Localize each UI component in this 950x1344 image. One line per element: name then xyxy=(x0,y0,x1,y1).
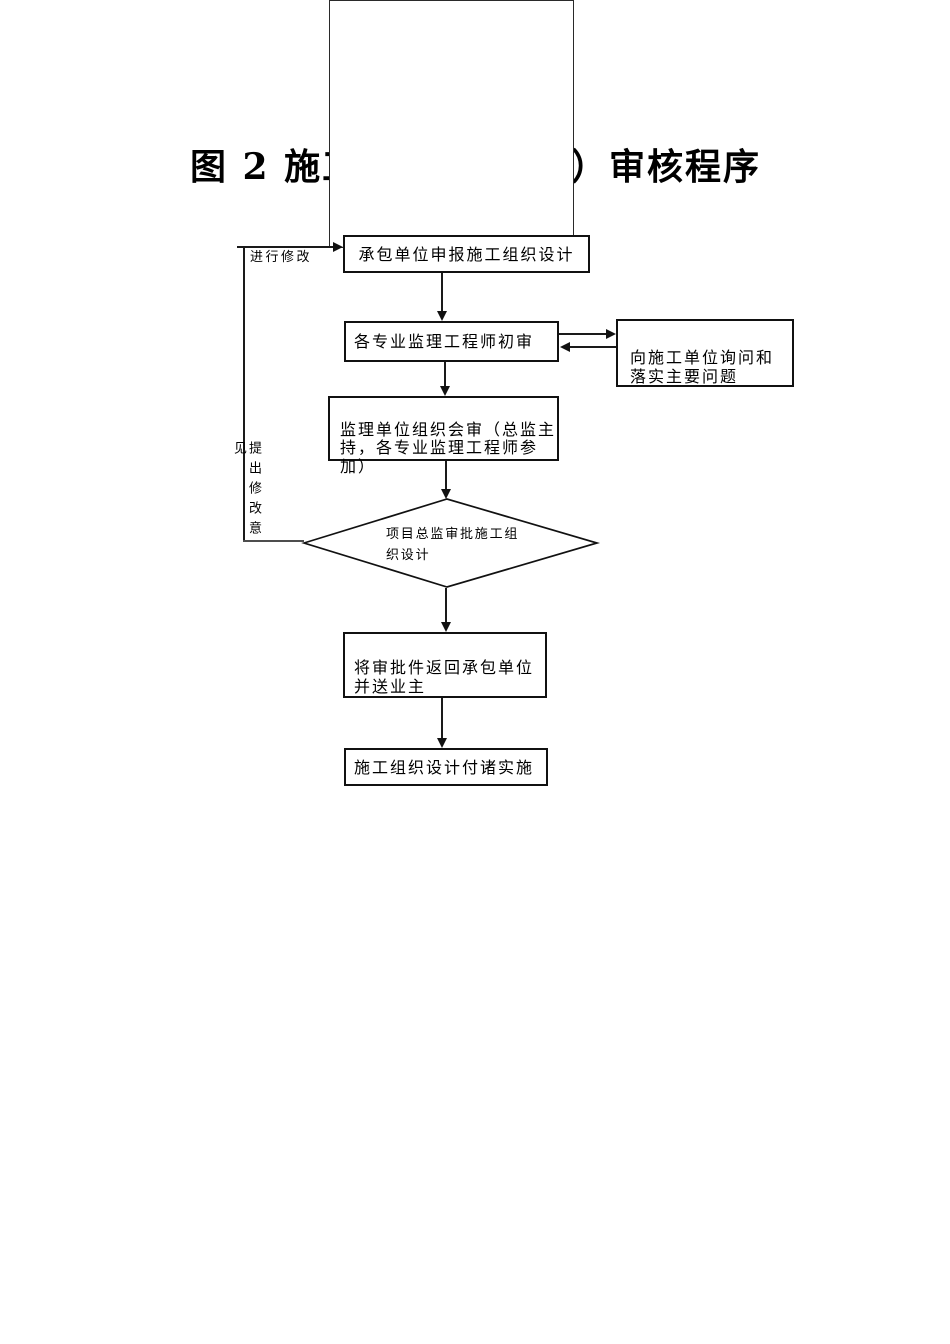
arrow-line-4 xyxy=(445,588,447,623)
arrow-line-2 xyxy=(444,362,446,387)
flow-box-inquire-contractor: 向施工单位询问和 落实主要问题 xyxy=(616,319,794,387)
feedback-line-bottom xyxy=(243,540,304,542)
arrowhead-1 xyxy=(437,311,447,321)
arrow-line-3 xyxy=(445,461,447,490)
arrow-line-1 xyxy=(441,273,443,312)
double-arrowhead-left xyxy=(560,342,570,352)
empty-overlay-box xyxy=(329,0,574,248)
flow-box-return-approval-label: 将审批件返回承包单位 并送业主 xyxy=(354,657,535,697)
decision-diamond-shape xyxy=(301,498,601,588)
flow-box-inquire-contractor-label: 向施工单位询问和 落实主要问题 xyxy=(630,347,775,387)
decision-diamond-label: 项目总监审批施工组 织设计 xyxy=(386,527,520,563)
arrowhead-5 xyxy=(437,738,447,748)
flow-box-joint-review-meeting: 监理单位组织会审（总监主 持，各专业监理工程师参 加） xyxy=(328,396,559,475)
double-arrow-line-right xyxy=(559,333,607,335)
arrow-line-5 xyxy=(441,698,443,739)
flow-box-implement-design: 施工组织设计付诸实施 xyxy=(344,748,548,786)
double-arrowhead-right xyxy=(606,329,616,339)
label-make-revision: 进行修改 xyxy=(250,250,313,265)
page-title-right: ）审核程序 xyxy=(571,146,762,188)
flow-box-supervisor-initial-review: 各专业监理工程师初审 xyxy=(344,321,559,362)
arrowhead-2 xyxy=(440,386,450,396)
flow-box-implement-design-label: 施工组织设计付诸实施 xyxy=(354,757,535,777)
arrowhead-3 xyxy=(441,489,451,499)
flow-box-contractor-submit-label: 承包单位申报施工组织设计 xyxy=(358,244,575,264)
flow-box-return-approval: 将审批件返回承包单位 并送业主 xyxy=(343,632,547,698)
feedback-line-vertical xyxy=(243,246,245,542)
label-revision-comments-vertical: 提出修改意见 xyxy=(231,441,261,541)
flow-box-contractor-submit: 承包单位申报施工组织设计 xyxy=(343,235,590,273)
flow-box-supervisor-initial-review-label: 各专业监理工程师初审 xyxy=(354,332,535,351)
feedback-line-top xyxy=(237,246,333,248)
arrowhead-4 xyxy=(441,622,451,632)
feedback-arrowhead-into-box1 xyxy=(333,242,343,252)
double-arrow-line-left xyxy=(570,346,616,348)
flow-box-joint-review-meeting-label: 监理单位组织会审（总监主 持，各专业监理工程师参 加） xyxy=(340,419,557,476)
